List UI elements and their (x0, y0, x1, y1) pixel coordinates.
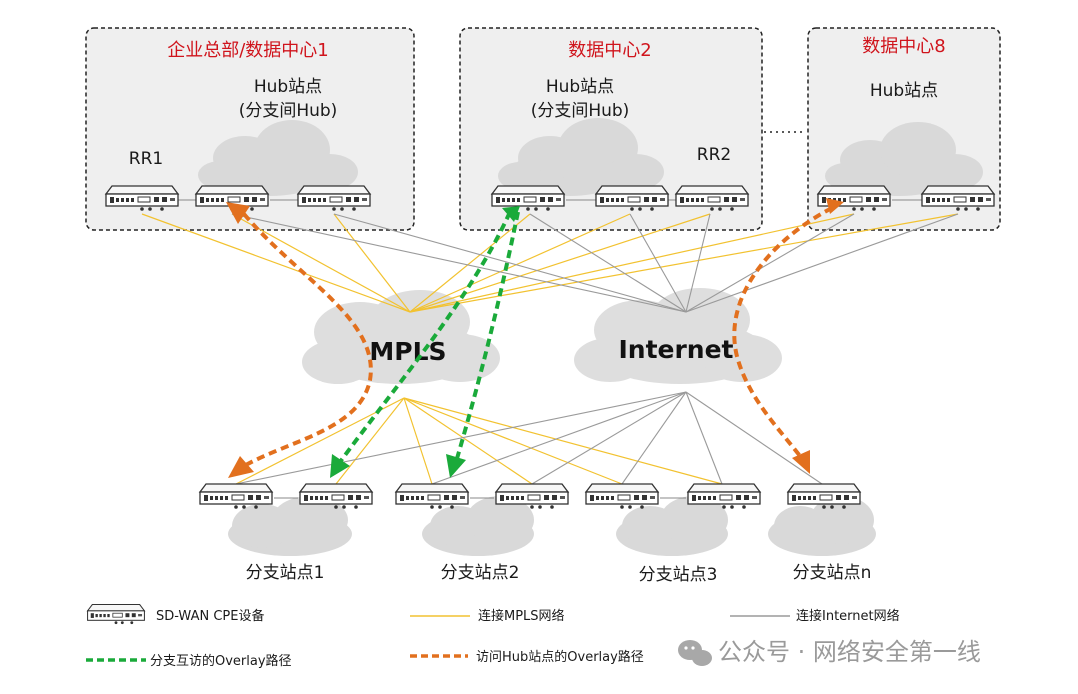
branchn-label: 分支站点n (793, 563, 872, 583)
rr2-label: RR2 (697, 145, 731, 165)
branch2-cloud (422, 496, 534, 556)
dc8-cloud (825, 122, 983, 196)
dc2-title: 数据中心2 (568, 40, 651, 61)
internet-label: Internet (618, 335, 733, 364)
hq-title: 企业总部/数据中心1 (167, 40, 329, 61)
green-overlay-paths (330, 206, 520, 478)
watermark-text: 公众号 · 网络安全第一线 (718, 638, 981, 666)
dc8-hub-label: Hub站点 (870, 81, 938, 101)
dc2-hub-label: Hub站点 (546, 77, 614, 97)
orange-overlay-paths (226, 198, 844, 478)
hq-hub-sublabel: (分支间Hub) (239, 101, 338, 121)
dc2-hub-sublabel: (分支间Hub) (531, 101, 630, 121)
branch1-cloud (228, 496, 352, 556)
legend-cpe-icon (87, 603, 145, 625)
cpe-branch2-a (395, 483, 469, 510)
dc2-cloud (498, 118, 664, 196)
branch3-cloud (616, 496, 728, 556)
hq-hub-label: Hub站点 (254, 77, 322, 97)
branch2-label: 分支站点2 (441, 563, 520, 583)
internet-links (231, 213, 959, 485)
mpls-label: MPLS (369, 337, 446, 366)
dc8-title: 数据中心8 (862, 36, 945, 57)
branchn-cloud (768, 496, 876, 556)
cpe-branch3-a (585, 483, 659, 510)
legend-green-label: 分支互访的Overlay路径 (150, 653, 292, 669)
legend-cpe-label: SD-WAN CPE设备 (156, 608, 264, 624)
legend-internet-label: 连接Internet网络 (796, 608, 900, 624)
internet-cloud (574, 288, 782, 384)
branch1-label: 分支站点1 (246, 563, 325, 583)
hq-cloud (198, 120, 358, 196)
branch3-label: 分支站点3 (639, 565, 718, 585)
legend-mpls-label: 连接MPLS网络 (478, 608, 565, 624)
legend-orange-label: 访问Hub站点的Overlay路径 (476, 649, 644, 665)
mpls-links (141, 213, 959, 485)
wechat-icon (678, 640, 712, 666)
rr1-label: RR1 (129, 149, 163, 169)
